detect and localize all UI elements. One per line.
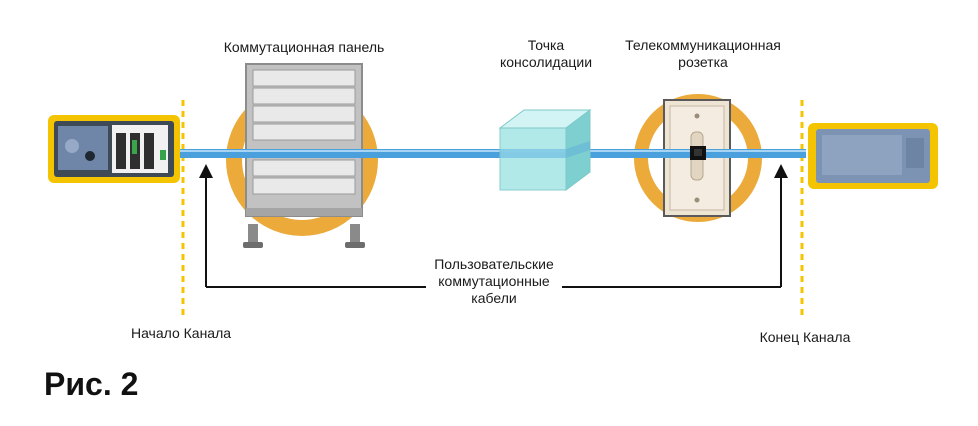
patch-cables-label-line1: Пользовательские (434, 256, 554, 272)
outlet-label: Телекоммуникационная розетка (603, 37, 803, 71)
cable-tester-remote-unit-icon (808, 123, 938, 189)
patch-cables-label-line2: коммутационные (438, 273, 550, 289)
channel-start-label: Начало Канала (130, 325, 232, 341)
outlet-label-line2: розетка (678, 54, 728, 70)
consolidation-box-icon (498, 109, 592, 191)
patch-cables-label-line3: кабели (471, 290, 517, 306)
patch-cables-label: Пользовательские коммутационные кабели (419, 256, 569, 307)
consolidation-point-label: Точка консолидации (486, 37, 606, 71)
channel-cable (178, 149, 806, 158)
figure-caption: Рис. 2 (44, 366, 139, 402)
patch-cable-span-arrow (199, 164, 788, 288)
channel-end-label: Конец Канала (759, 329, 851, 345)
patch-panel-rack-icon (243, 63, 365, 248)
outlet-label-line1: Телекоммуникационная (625, 37, 781, 53)
consolidation-point-label-line1: Точка (527, 37, 565, 53)
patch-panel-label: Коммутационная панель (223, 39, 385, 55)
cable-tester-main-unit-icon (48, 115, 180, 183)
consolidation-point-label-line2: консолидации (499, 54, 593, 70)
